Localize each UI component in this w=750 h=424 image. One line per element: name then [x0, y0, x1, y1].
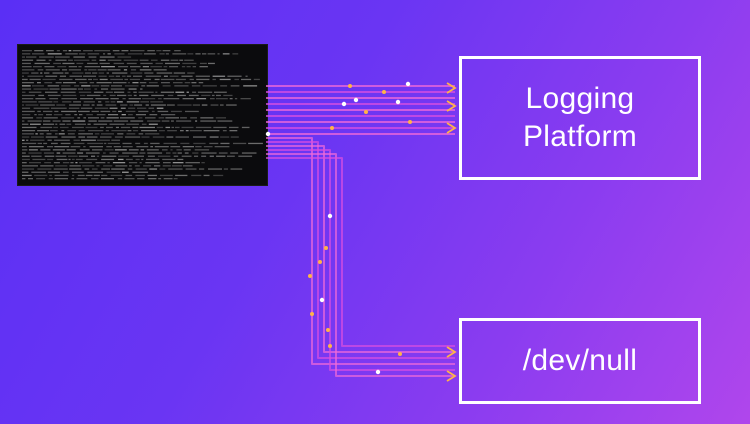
- data-particles: [265, 81, 412, 375]
- arrowhead-icon: [446, 346, 457, 358]
- data-particle: [398, 352, 402, 356]
- data-particle: [319, 297, 325, 303]
- arrowheads: [446, 82, 457, 382]
- data-particle: [348, 84, 352, 88]
- data-particle: [308, 274, 312, 278]
- data-particle: [324, 246, 328, 250]
- data-particle: [327, 213, 333, 219]
- data-particle: [353, 97, 359, 103]
- stream-lines: [266, 85, 455, 377]
- data-particle: [382, 90, 386, 94]
- stream-line: [266, 141, 455, 359]
- data-particle: [310, 312, 314, 316]
- stream-line: [266, 145, 455, 353]
- stream-line: [266, 149, 455, 371]
- data-particle: [395, 99, 401, 105]
- arrowhead-icon: [446, 370, 457, 382]
- stream-line: [266, 157, 455, 347]
- logging-platform-box: Logging Platform: [459, 56, 701, 180]
- data-particle: [375, 369, 381, 375]
- data-particle: [318, 260, 322, 264]
- data-particle: [265, 131, 271, 137]
- data-particle: [330, 126, 334, 130]
- terminal-log-output: [17, 44, 268, 186]
- log-text-lines: [22, 50, 263, 180]
- stream-line: [266, 137, 455, 365]
- arrowhead-icon: [446, 100, 457, 112]
- stream-line: [266, 153, 455, 377]
- data-particle: [328, 344, 332, 348]
- logging-platform-label: Logging Platform: [522, 82, 638, 153]
- data-particle: [408, 120, 412, 124]
- data-particle: [326, 328, 330, 332]
- dev-null-label: /dev/null: [522, 344, 638, 377]
- data-particle: [364, 110, 368, 114]
- data-particle: [341, 101, 347, 107]
- arrowhead-icon: [446, 122, 457, 134]
- dev-null-box: /dev/null: [459, 318, 701, 404]
- arrowhead-icon: [446, 82, 457, 94]
- data-particle: [405, 81, 411, 87]
